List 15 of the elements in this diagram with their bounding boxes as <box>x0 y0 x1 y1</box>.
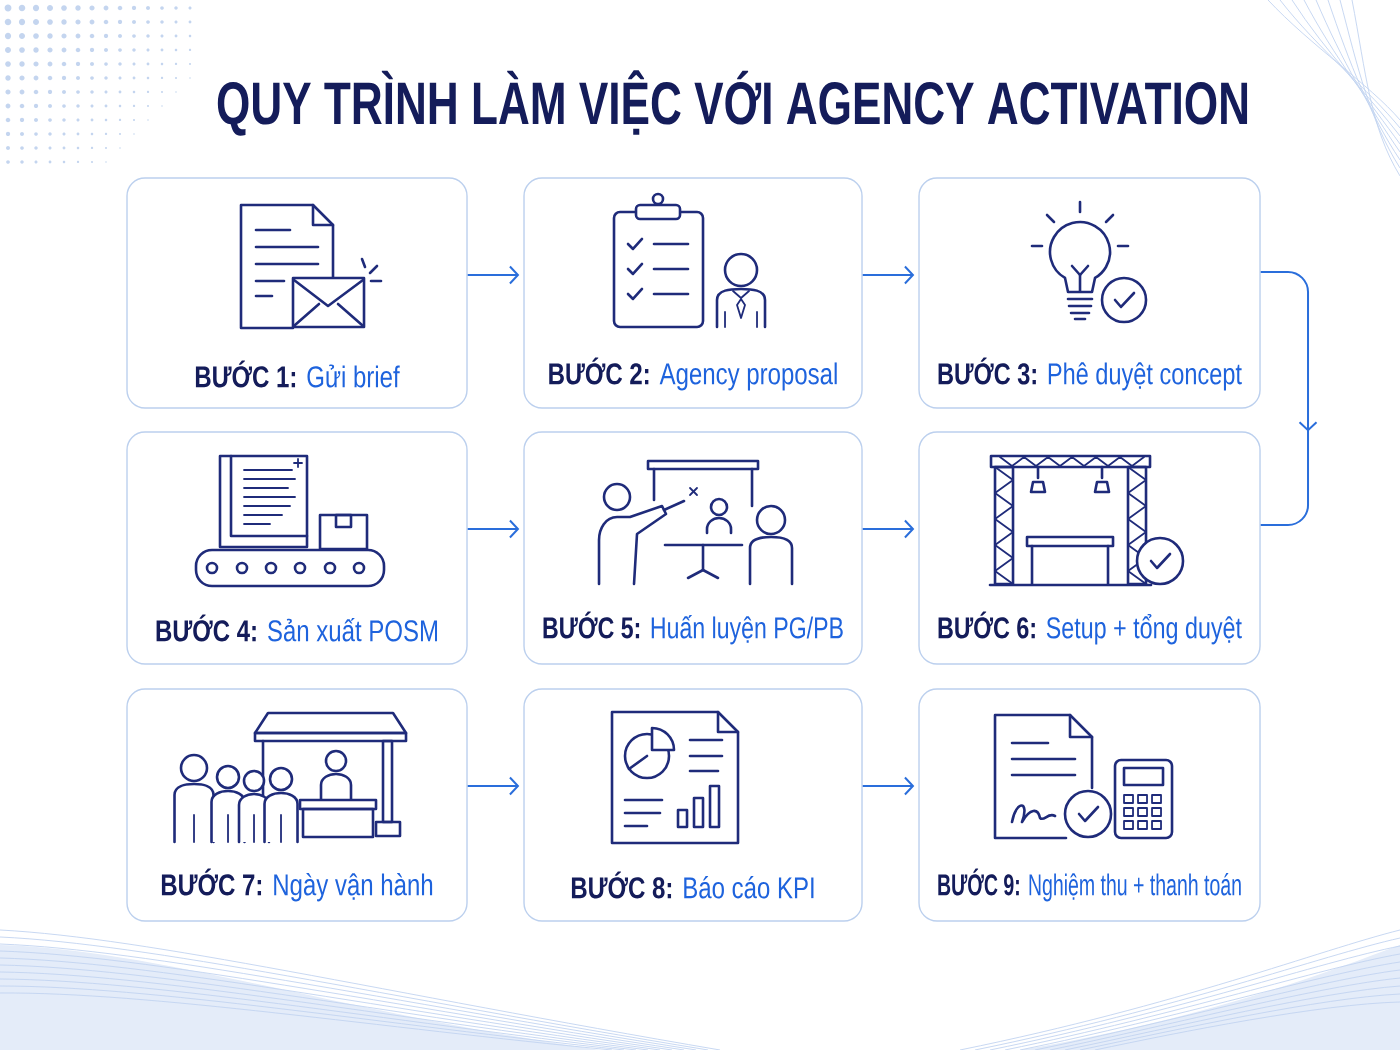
arrow <box>466 776 520 796</box>
step-box: BƯỚC 9: Nghiệm thu + thanh toán <box>918 688 1261 922</box>
arrow <box>466 519 520 539</box>
arrow <box>861 776 915 796</box>
step-box: BƯỚC 8: Báo cáo KPI <box>523 688 863 922</box>
step-box: BƯỚC 1: Gửi brief <box>126 177 468 409</box>
title: QUY TRÌNH LÀM VIỆC VỚI AGENCY ACTIVATION <box>217 70 1248 136</box>
step-box: BƯỚC 5: Huấn luyện PG/PB <box>523 431 863 665</box>
step-box: BƯỚC 3: Phê duyệt concept <box>918 177 1261 409</box>
step-box: BƯỚC 2: Agency proposal <box>523 177 863 409</box>
arrow <box>861 265 915 285</box>
arrow <box>466 265 520 285</box>
step-box: BƯỚC 4: Sản xuất POSM <box>126 431 468 665</box>
step-box: BƯỚC 6: Setup + tổng duyệt <box>918 431 1261 665</box>
arrow <box>861 519 915 539</box>
